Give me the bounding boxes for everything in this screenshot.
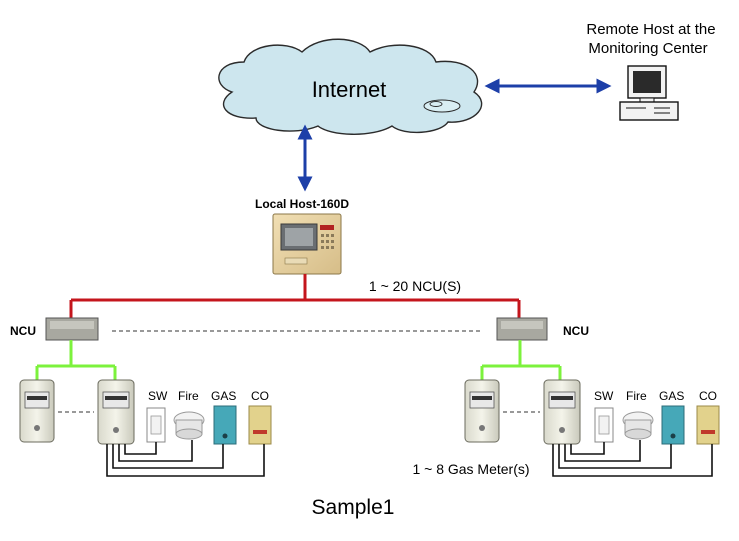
- green-links-right: [480, 340, 562, 382]
- right-fire-detector-icon: [622, 411, 654, 440]
- remote-host-label-line1: Remote Host at the: [586, 21, 715, 38]
- diagram-caption: Sample1: [312, 496, 395, 519]
- right-switch-icon: [594, 407, 614, 443]
- remote-host-label-line2: Monitoring Center: [588, 40, 707, 57]
- ncu-left-device-icon: [45, 317, 99, 341]
- sensor-wiring-right: [552, 440, 713, 477]
- left-fire-label: Fire: [178, 389, 199, 403]
- gas-meter-left-2-icon: [97, 379, 135, 445]
- right-co-sensor-icon: [696, 405, 720, 445]
- gas-meter-right-1-icon: [464, 379, 500, 443]
- local-host-label: Local Host-160D: [255, 197, 349, 211]
- ncu-right-device-icon: [496, 317, 548, 341]
- left-switch-icon: [146, 407, 166, 443]
- local-host-device-icon: [272, 213, 342, 275]
- left-sw-label: SW: [148, 389, 168, 403]
- ncu-bus: [69, 274, 521, 318]
- ncu-right-label: NCU: [563, 324, 589, 338]
- right-fire-label: Fire: [626, 389, 647, 403]
- cloud-label: Internet: [312, 77, 387, 102]
- left-fire-detector-icon: [173, 411, 205, 440]
- gas-meter-count-label: 1 ~ 8 Gas Meter(s): [412, 461, 529, 477]
- ncu-count-label: 1 ~ 20 NCU(S): [369, 278, 461, 294]
- left-co-sensor-icon: [248, 405, 272, 445]
- sensor-wiring-left: [106, 440, 265, 477]
- gas-meter-left-1-icon: [19, 379, 55, 443]
- right-gas-sensor-icon: [661, 405, 685, 445]
- left-gas-sensor-icon: [213, 405, 237, 445]
- gas-meter-right-2-icon: [543, 379, 581, 445]
- right-sw-label: SW: [594, 389, 614, 403]
- ncu-left-label: NCU: [10, 324, 36, 338]
- remote-host-computer-icon: [619, 65, 679, 121]
- internet-cloud: Internet: [218, 38, 483, 135]
- left-gas-label: GAS: [211, 389, 236, 403]
- right-co-label: CO: [699, 389, 717, 403]
- left-co-label: CO: [251, 389, 269, 403]
- right-gas-label: GAS: [659, 389, 684, 403]
- green-links-left: [35, 340, 117, 382]
